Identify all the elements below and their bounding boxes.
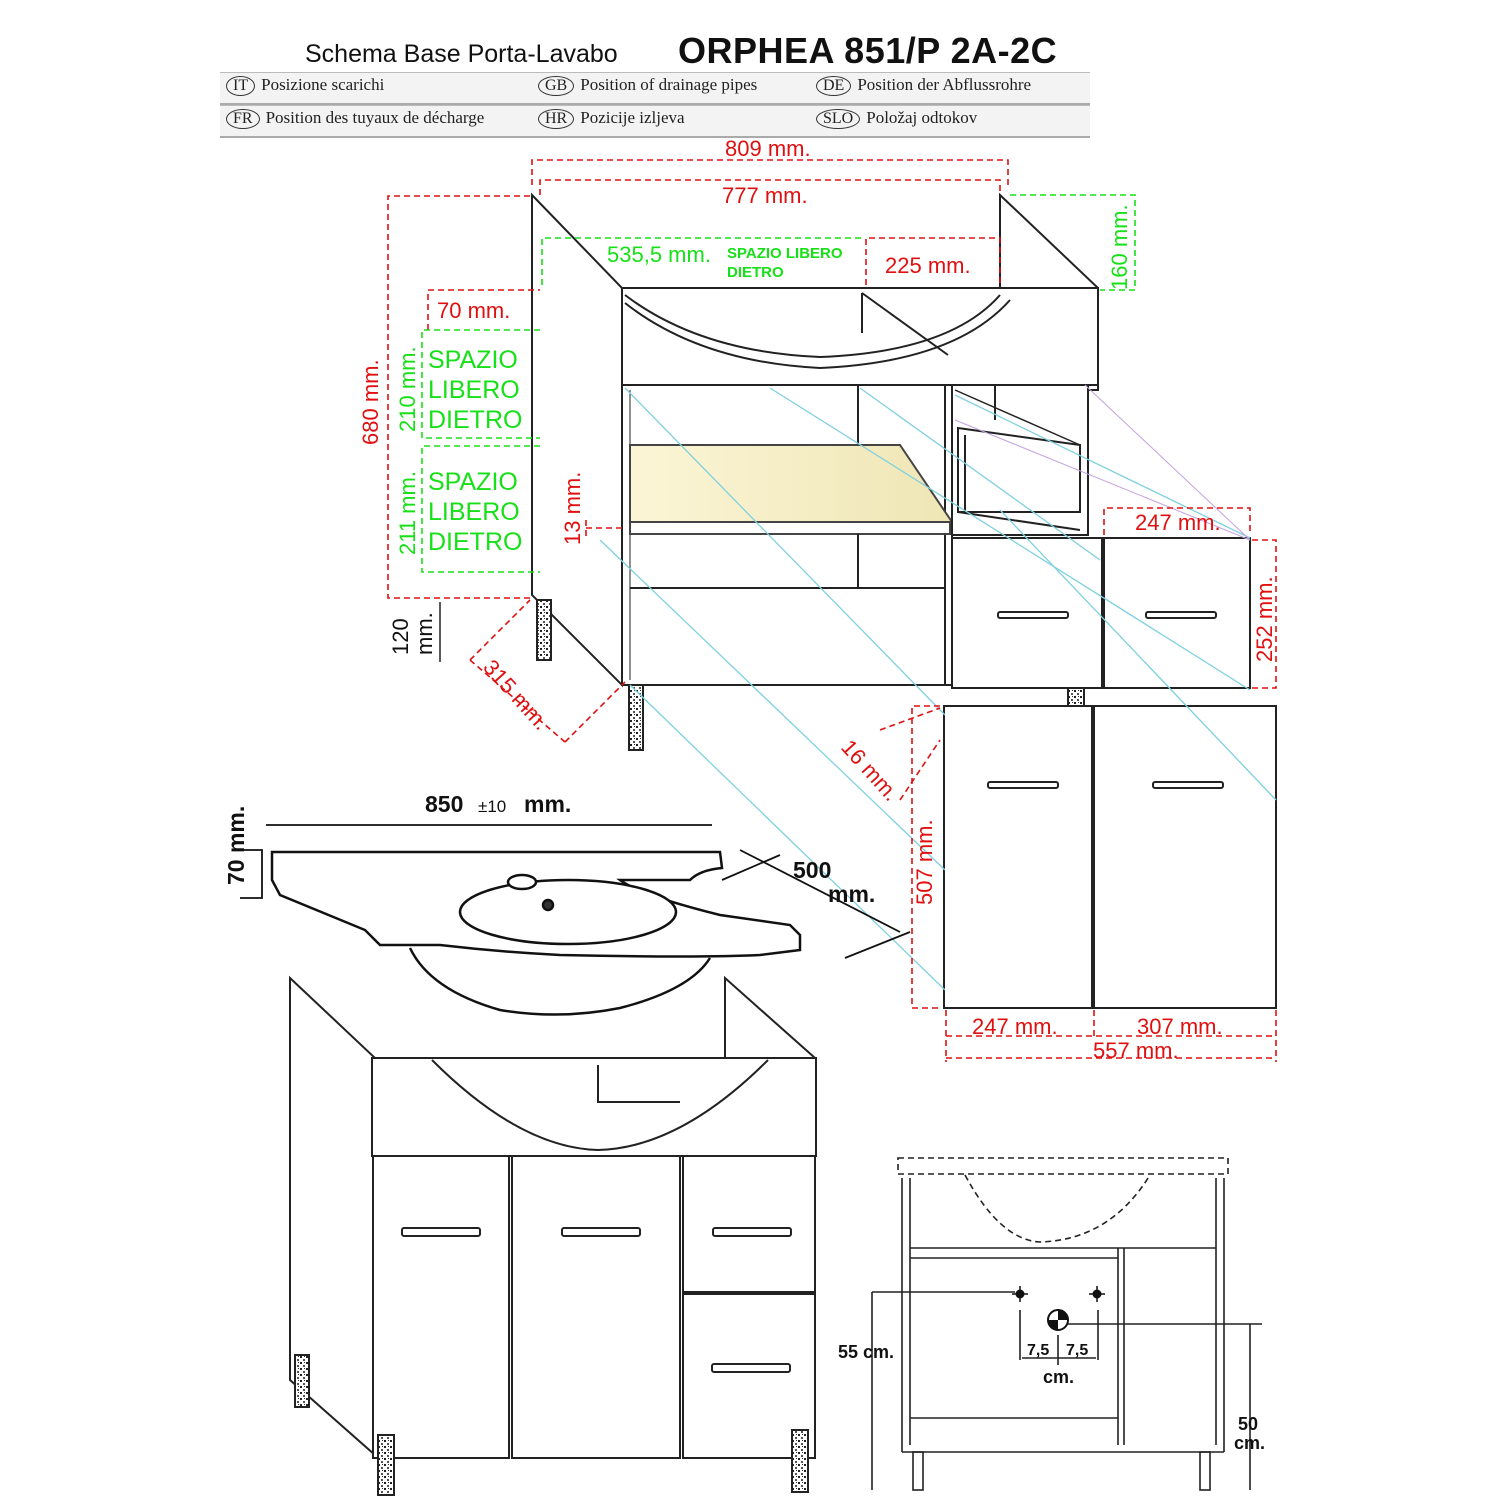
basin-underside [408, 947, 712, 1016]
dim-247-bottom: 247 mm. [972, 1014, 1058, 1039]
dim-557: 557 mm. [1093, 1038, 1179, 1063]
exploded-cabinet [531, 192, 1277, 1009]
dim-13: 13 mm. [560, 472, 585, 545]
assembled-handle-2 [561, 1227, 641, 1237]
drain-diagram [871, 1157, 1262, 1491]
drain-height-55: 55 cm. [838, 1342, 894, 1362]
assembled-door-2 [511, 1155, 681, 1459]
dim-120-a: 120 [388, 618, 413, 655]
red-dimension-lines [387, 159, 1277, 1062]
leg-back-left [536, 599, 552, 661]
drawing-subtitle: Schema Base Porta-Lavabo [305, 40, 618, 68]
assembled-leg-3 [791, 1429, 809, 1493]
assembled-handle-1 [401, 1227, 481, 1237]
space-1-line-3: DIETRO [428, 406, 522, 434]
assembled-cabinet [289, 975, 817, 1496]
space-2-line-2: LIBERO [428, 498, 520, 526]
dim-680: 680 mm. [358, 359, 383, 445]
basin-dim-lines [240, 824, 911, 959]
dim-252: 252 mm. [1252, 576, 1277, 662]
door-right-handle [1152, 781, 1224, 789]
drain-markers [1012, 1286, 1105, 1331]
assembled-handle-3 [712, 1227, 792, 1237]
assembled-drawer-1 [682, 1155, 816, 1293]
basin-width-value: 850 [425, 791, 463, 817]
drain-hole [541, 898, 555, 912]
dim-211: 211 mm. [395, 471, 420, 555]
space-1-line-2: LIBERO [428, 376, 520, 404]
dim-535: 535,5 mm. [607, 242, 711, 267]
space-1-line-1: SPAZIO [428, 346, 518, 374]
shelf [629, 444, 954, 523]
green-labels: 535,5 mm. SPAZIO LIBERO DIETRO 160 mm. 2… [395, 204, 1132, 556]
green-space-lines [421, 194, 1136, 573]
basin [270, 850, 802, 1016]
door-left-handle [987, 781, 1059, 789]
dim-225: 225 mm. [885, 253, 971, 278]
door-left [943, 705, 1093, 1009]
dim-247-top: 247 mm. [1135, 510, 1221, 535]
dim-16: 16 mm. [836, 735, 904, 806]
front-band-cut [624, 294, 1001, 359]
drain-height-50a: 50 [1238, 1414, 1258, 1434]
assembled-leg-2 [377, 1434, 395, 1496]
dim-120-b: mm. [412, 612, 437, 655]
basin-depth-2: mm. [828, 881, 875, 907]
drain-offset-right: 7,5 [1066, 1342, 1088, 1359]
basin-height: 70 mm. [223, 806, 249, 885]
drawing-title: ORPHEA 851/P 2A-2C [678, 30, 1058, 71]
assembled-leg-1 [294, 1354, 310, 1408]
assembled-handle-4 [711, 1363, 791, 1373]
dim-210: 210 mm. [395, 346, 420, 432]
dim-507: 507 mm. [912, 819, 937, 905]
basin-depth-1: 500 [793, 857, 831, 883]
free-space-label-1: SPAZIO LIBERO [727, 245, 843, 262]
basin-bowl [458, 878, 678, 946]
dim-70: 70 mm. [437, 298, 510, 323]
basin-width-unit: mm. [524, 791, 571, 817]
basin-width-tolerance: ±10 [478, 797, 506, 816]
drain-top-outline [897, 1157, 1229, 1175]
drain-offset-left: 7,5 [1027, 1342, 1049, 1359]
dim-307: 307 mm. [1137, 1014, 1223, 1039]
dim-160: 160 mm. [1107, 204, 1132, 290]
drain-offset-unit: cm. [1043, 1367, 1074, 1387]
space-2-line-1: SPAZIO [428, 468, 518, 496]
tap-hole [506, 873, 538, 891]
assembled-door-1 [372, 1155, 510, 1459]
drawer-right-handle [1145, 611, 1217, 619]
leg-front-left [628, 684, 644, 751]
drain-labels: 55 cm. 7,5 7,5 cm. 50 cm. [838, 1342, 1265, 1453]
leg-height-labels: 120 mm. [388, 612, 437, 655]
drain-height-50b: cm. [1234, 1433, 1265, 1453]
projection-lines-purple [954, 384, 1251, 541]
dim-809: 809 mm. [725, 136, 811, 161]
drawer-left-handle [997, 611, 1069, 619]
assembled-front-band [371, 1057, 817, 1157]
free-space-label-2: DIETRO [727, 264, 784, 281]
dim-777: 777 mm. [722, 183, 808, 208]
door-right [1093, 705, 1277, 1009]
basin-dim-labels: 850 ±10 mm. 70 mm. 500 mm. [223, 791, 875, 907]
leg-right [1067, 687, 1085, 707]
dim-315: 315 mm. [478, 655, 554, 735]
space-2-line-3: DIETRO [428, 528, 522, 556]
